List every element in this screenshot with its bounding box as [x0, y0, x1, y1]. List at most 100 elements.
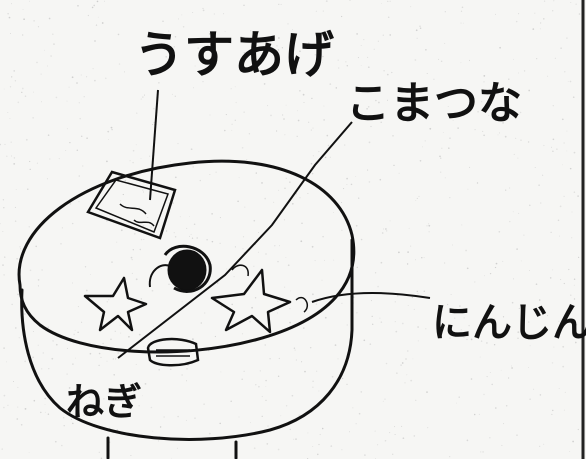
paper-speckle	[283, 219, 285, 221]
paper-speckle	[513, 58, 514, 60]
paper-speckle	[3, 274, 5, 276]
paper-speckle	[287, 23, 289, 25]
paper-speckle	[253, 39, 255, 42]
paper-speckle	[49, 158, 51, 160]
paper-speckle	[220, 40, 223, 43]
paper-speckle	[527, 367, 529, 368]
paper-speckle	[74, 357, 77, 359]
paper-speckle	[255, 33, 258, 36]
paper-speckle	[32, 356, 34, 358]
paper-speckle	[265, 399, 267, 402]
paper-speckle	[2, 264, 4, 266]
paper-speckle	[44, 397, 46, 400]
paper-speckle	[379, 317, 381, 319]
paper-speckle	[560, 279, 562, 281]
paper-speckle	[50, 55, 52, 57]
paper-speckle	[192, 338, 194, 340]
paper-speckle	[457, 127, 459, 129]
paper-speckle	[251, 306, 253, 309]
paper-speckle	[69, 203, 72, 205]
paper-speckle	[563, 195, 565, 198]
paper-speckle	[17, 101, 20, 104]
paper-speckle	[441, 147, 443, 149]
paper-speckle	[289, 321, 291, 324]
paper-speckle	[243, 4, 245, 6]
paper-speckle	[329, 83, 332, 85]
paper-speckle	[269, 71, 271, 73]
paper-speckle	[61, 227, 64, 229]
paper-speckle	[520, 260, 522, 262]
paper-speckle	[372, 323, 374, 325]
paper-speckle	[147, 45, 149, 46]
paper-speckle	[264, 197, 266, 200]
paper-speckle	[538, 184, 540, 187]
paper-speckle	[322, 55, 324, 58]
paper-speckle	[509, 187, 511, 189]
paper-speckle	[346, 177, 348, 180]
paper-speckle	[508, 78, 510, 80]
paper-speckle	[151, 123, 154, 126]
paper-speckle	[331, 375, 334, 378]
paper-speckle	[230, 88, 232, 90]
paper-speckle	[24, 95, 27, 98]
carrot-star-left	[83, 276, 148, 332]
paper-speckle	[480, 340, 483, 342]
paper-speckle	[47, 326, 49, 328]
paper-speckle	[567, 81, 569, 83]
paper-speckle	[143, 345, 145, 347]
paper-speckle	[433, 78, 435, 81]
paper-speckle	[255, 172, 257, 174]
paper-speckle	[314, 260, 316, 262]
paper-speckle	[395, 330, 398, 333]
paper-speckle	[11, 3, 13, 5]
paper-speckle	[539, 28, 541, 30]
usuage-piece	[86, 170, 177, 240]
paper-speckle	[107, 130, 110, 133]
paper-speckle	[77, 331, 79, 333]
paper-speckle	[324, 156, 327, 159]
paper-speckle	[48, 368, 50, 370]
paper-speckle	[552, 409, 554, 412]
paper-speckle	[532, 28, 535, 30]
paper-speckle	[318, 40, 321, 42]
paper-speckle	[460, 22, 462, 24]
paper-speckle	[554, 57, 556, 59]
paper-speckle	[330, 445, 333, 447]
paper-speckle	[9, 86, 12, 88]
paper-speckle	[389, 432, 391, 434]
paper-speckle	[295, 193, 297, 195]
paper-speckle	[131, 258, 133, 261]
paper-speckle	[494, 318, 496, 320]
paper-speckle	[170, 368, 172, 370]
paper-speckle	[569, 80, 572, 83]
paper-speckle	[334, 344, 337, 346]
paper-speckle	[304, 370, 306, 373]
paper-speckle	[341, 229, 343, 231]
paper-speckle	[338, 67, 340, 69]
paper-speckle	[371, 315, 373, 318]
paper-speckle	[8, 16, 11, 19]
paper-speckle	[407, 305, 409, 306]
paper-speckle	[116, 429, 118, 431]
paper-speckle	[213, 13, 215, 15]
paper-speckle	[196, 237, 199, 239]
paper-speckle	[60, 242, 62, 245]
paper-speckle	[389, 220, 391, 222]
paper-speckle	[152, 430, 154, 432]
paper-speckle	[367, 56, 369, 58]
paper-speckle	[36, 61, 38, 64]
paper-speckle	[284, 187, 286, 189]
paper-speckle	[72, 363, 74, 365]
paper-speckle	[115, 358, 117, 360]
paper-speckle	[242, 56, 244, 58]
paper-speckle	[534, 12, 536, 14]
paper-speckle	[280, 3, 282, 5]
paper-speckle	[370, 300, 372, 302]
paper-speckle	[479, 356, 481, 358]
paper-speckle	[71, 282, 74, 284]
paper-speckle	[11, 76, 13, 78]
paper-speckle	[299, 196, 301, 199]
paper-speckle	[3, 206, 5, 209]
paper-speckle	[160, 268, 162, 270]
paper-speckle	[474, 128, 476, 131]
